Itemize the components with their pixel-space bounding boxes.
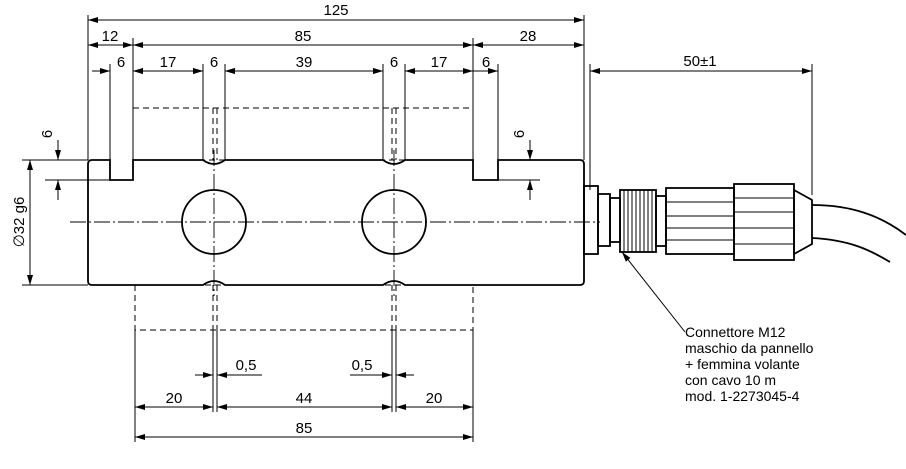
extension-lines [22, 15, 813, 442]
dim-gap-1: 17 [160, 54, 177, 71]
dim-slot-3: 6 [390, 54, 398, 71]
dim-right-end: 28 [520, 28, 537, 45]
dim-bottom-left: 20 [166, 390, 183, 407]
dimension-lines [27, 17, 812, 440]
m12-connector [583, 183, 906, 263]
load-cell-body [87, 159, 585, 286]
connector-leader-line [621, 251, 686, 333]
note-line-4: con cavo 10 m [685, 372, 776, 388]
dim-slot-depth-left: 6 [39, 130, 56, 138]
connector-note: Connettore M12 maschio da pannello + fem… [685, 324, 814, 404]
note-line-3: + femmina volante [685, 356, 800, 372]
dim-left-end: 12 [102, 28, 119, 45]
hidden-outlines [132, 107, 474, 331]
dim-offset-right: 0,5 [352, 357, 373, 374]
note-line-2: maschio da pannello [685, 340, 814, 356]
dim-diameter: ∅32 g6 [11, 197, 28, 248]
note-line-5: mod. 1-2273045-4 [685, 388, 800, 404]
dim-cable-length: 50±1 [683, 53, 716, 70]
dim-slot-2: 6 [210, 54, 218, 71]
dim-mid-span: 85 [295, 28, 312, 45]
dim-bottom-right: 20 [426, 390, 443, 407]
dim-bottom-center: 44 [296, 390, 313, 407]
note-line-1: Connettore M12 [685, 324, 786, 340]
centerlines [70, 150, 600, 296]
dim-slot-4: 6 [482, 54, 490, 71]
dim-slot-depth-right: 6 [511, 130, 528, 138]
dim-offset-left: 0,5 [236, 357, 257, 374]
dim-overall-length: 125 [323, 2, 348, 19]
dim-center-gap: 39 [296, 54, 313, 71]
dimension-labels: 125 12 85 28 50±1 6 17 6 39 6 17 6 6 6 ∅… [11, 2, 717, 437]
dim-bottom-total: 85 [296, 420, 313, 437]
dim-gap-2: 17 [431, 54, 448, 71]
dim-slot-1: 6 [117, 54, 125, 71]
